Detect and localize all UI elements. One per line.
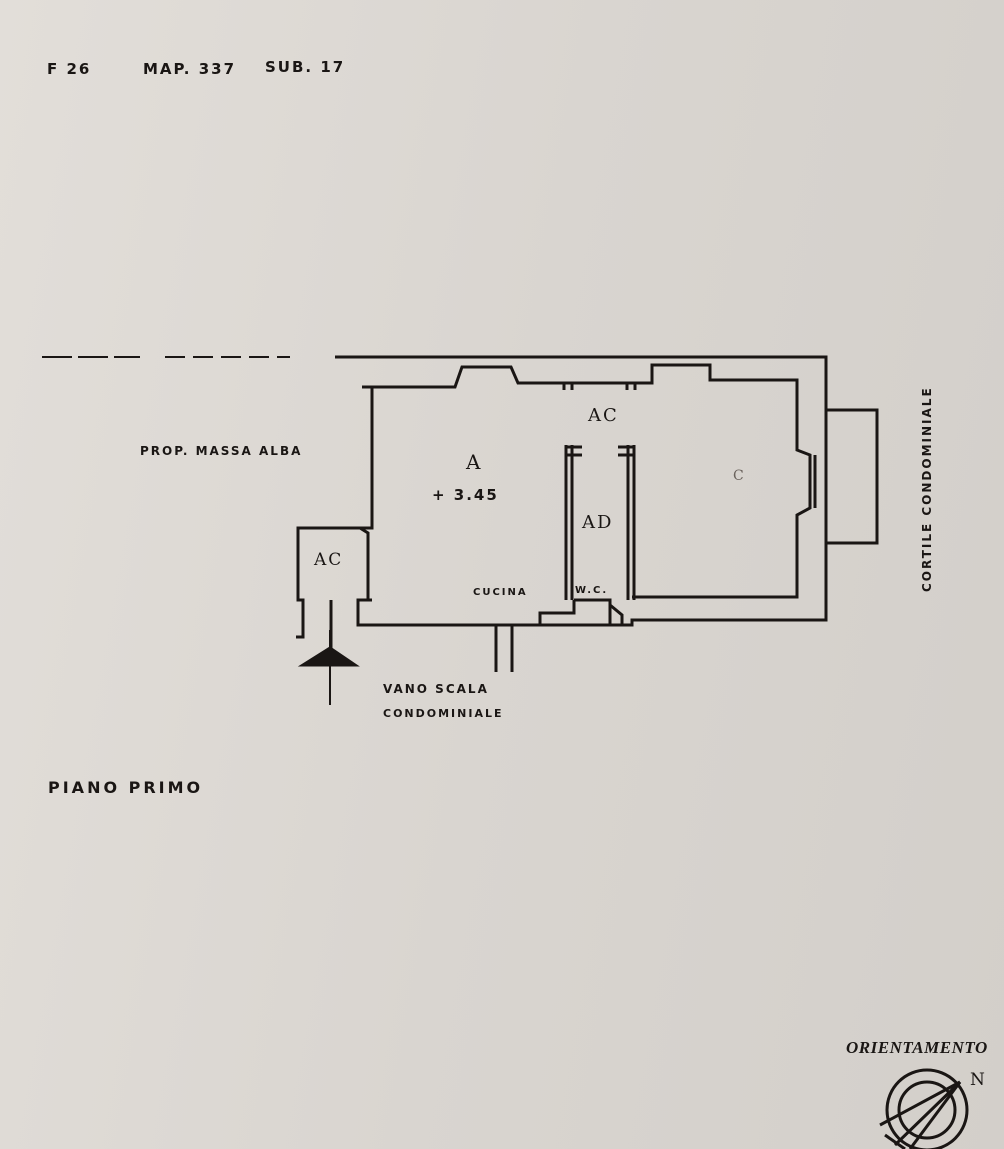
height-label: + 3.45 (432, 486, 499, 504)
room-a-label: A (466, 450, 483, 474)
neighbor-label: PROP. MASSA ALBA (140, 444, 303, 458)
ac-label-top: AC (588, 405, 619, 426)
room-c-label: C (733, 468, 746, 484)
compass-icon (879, 1068, 969, 1149)
wc-label: W.C. (575, 585, 609, 596)
floor-label: PIANO PRIMO (48, 778, 204, 797)
sheet-number: F 26 (47, 60, 92, 78)
north-label: N (970, 1070, 987, 1090)
outer-walls (296, 355, 879, 672)
sub-number: SUB. 17 (265, 58, 346, 76)
stair-label-condominium: CONDOMINIALE (383, 707, 504, 720)
stair-label: VANO SCALA (383, 682, 489, 696)
ac-label-left: AC (314, 550, 344, 570)
courtyard-label: CORTILE CONDOMINIALE (920, 386, 934, 592)
kitchen-label: CUCINA (473, 587, 528, 598)
ad-label: AD (582, 512, 614, 533)
orientation-title: ORIENTAMENTO (846, 1038, 988, 1057)
entrance-symbol (297, 630, 360, 705)
map-number: MAP. 337 (143, 60, 237, 78)
